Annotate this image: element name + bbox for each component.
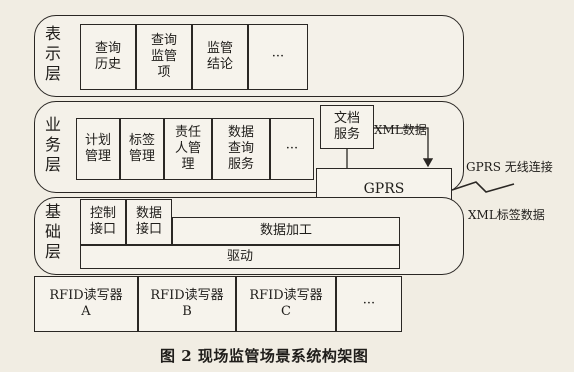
business-layer-label: 业 务 层: [44, 115, 61, 174]
module-query-history: 查询 历史: [80, 24, 136, 90]
module-plan-management: 计划 管理: [76, 118, 120, 180]
module-data-query-service: 数据 查询 服务: [212, 118, 270, 180]
module-tag-management: 标签 管理: [120, 118, 164, 180]
rfid-reader-a: RFID读写器 A: [34, 276, 138, 332]
rfid-reader-more: ···: [336, 276, 402, 332]
module-supervision-conclusion: 监管 结论: [192, 24, 248, 90]
control-interface-box: 控制 接口: [80, 199, 126, 245]
module-query-supervision-items: 查询 监管 项: [136, 24, 192, 90]
rfid-reader-b: RFID读写器 B: [138, 276, 236, 332]
xml-tag-data-label: XML标签数据: [468, 208, 545, 222]
xml-data-arrow: [374, 127, 434, 168]
presentation-layer-label: 表 示 层: [44, 24, 61, 83]
rfid-reader-c: RFID读写器 C: [236, 276, 336, 332]
xml-data-label: XML数据: [374, 123, 427, 137]
gprs-wireless-label: GPRS 无线连接: [466, 160, 553, 174]
data-interface-box: 数据 接口: [126, 199, 172, 245]
wireless-bolt-icon: [451, 181, 515, 193]
module-more-business: ···: [270, 118, 314, 180]
driver-box: 驱动: [80, 245, 400, 269]
module-more-presentation: ···: [248, 24, 308, 90]
figure-caption: 图 2 现场监管场景系统构架图: [160, 347, 369, 365]
document-service-box: 文档 服务: [320, 105, 374, 149]
module-responsible-person-management: 责任 人管 理: [164, 118, 212, 180]
data-processing-box: 数据加工: [172, 217, 400, 245]
base-layer-label: 基 础 层: [44, 202, 61, 261]
